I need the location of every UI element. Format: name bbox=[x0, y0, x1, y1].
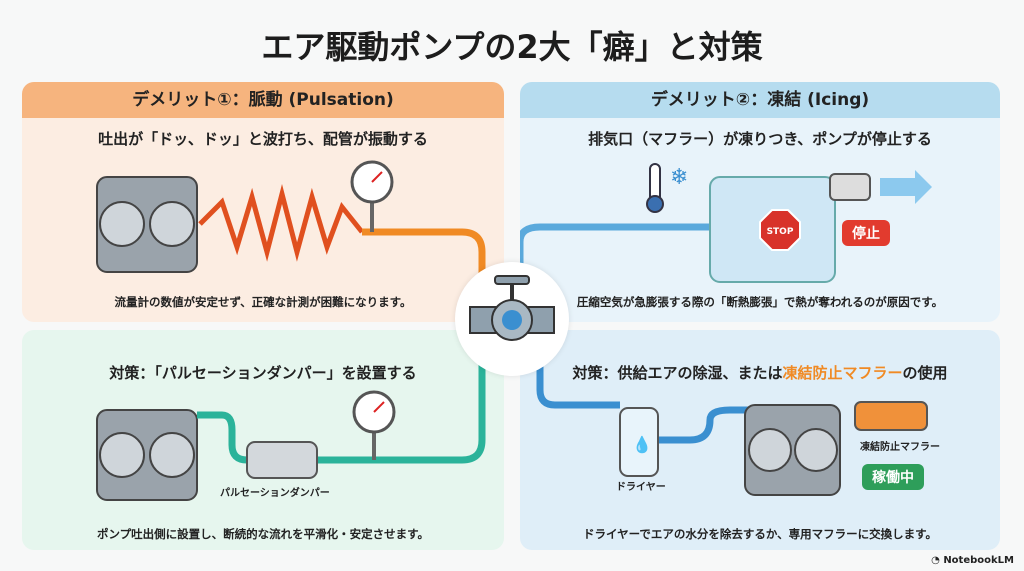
panel-heading: 対策：供給エアの除湿、または凍結防止マフラーの使用 bbox=[520, 362, 1000, 383]
pipe bbox=[536, 330, 750, 444]
panel-caption: ポンプ吐出側に設置し、断続的な流れを平滑化・安定させます。 bbox=[96, 527, 429, 541]
heading-highlight: 凍結防止マフラー bbox=[782, 364, 903, 382]
panel-heading: 対策：「パルセーションダンパー」を設置する bbox=[109, 364, 417, 382]
panel-icing: デメリット②：凍結 (Icing) 排気口（マフラー）が凍りつき、ポンプが停止す… bbox=[520, 82, 1000, 322]
heading-suffix: の使用 bbox=[902, 364, 948, 382]
center-valve-badge bbox=[455, 262, 569, 376]
muffler-label: 凍結防止マフラー bbox=[860, 442, 940, 453]
pulsation-damper-icon bbox=[246, 441, 318, 479]
water-drop-icon: 💧 bbox=[632, 435, 652, 454]
damper-illustration bbox=[96, 330, 486, 501]
panel-header: デメリット①：脈動 (Pulsation) bbox=[22, 82, 504, 118]
branding-text: NotebookLM bbox=[943, 555, 1014, 566]
stop-sign-text: STOP bbox=[767, 227, 794, 237]
stopped-badge: 停止 bbox=[842, 220, 890, 246]
arrow-icon bbox=[880, 170, 932, 204]
panel-header: デメリット②：凍結 (Icing) bbox=[520, 82, 1000, 118]
pressure-gauge-icon bbox=[350, 160, 394, 232]
pipe bbox=[362, 228, 486, 322]
panel-subtitle: 吐出が「ドッ、ドッ」と波打ち、配管が振動する bbox=[98, 130, 428, 148]
panel-subtitle: 排気口（マフラー）が凍りつき、ポンプが停止する bbox=[588, 130, 932, 148]
dryer-label: ドライヤー bbox=[616, 482, 666, 493]
thermometer-icon bbox=[646, 163, 664, 213]
page-title: エア駆動ポンプの2大「癖」と対策 bbox=[261, 28, 763, 66]
branding: ◔ NotebookLM bbox=[931, 555, 1014, 566]
pipe bbox=[520, 223, 710, 322]
heading-prefix: 対策：供給エアの除湿、または bbox=[572, 364, 783, 382]
snowflake-icon: ❄ bbox=[670, 165, 688, 190]
icing-illustration: ❄ STOP bbox=[520, 163, 932, 322]
pulsation-illustration bbox=[96, 160, 486, 322]
valve-icon bbox=[469, 275, 555, 341]
dryer-illustration: 💧 bbox=[536, 330, 928, 496]
pump-icon bbox=[96, 409, 198, 501]
notebooklm-logo-icon: ◔ bbox=[931, 555, 944, 566]
pipe bbox=[197, 330, 486, 464]
panel-caption: 圧縮空気が急膨張する際の「断熱膨張」で熱が奪われるのが原因です。 bbox=[576, 295, 944, 309]
stop-sign-icon bbox=[759, 209, 801, 251]
anti-freeze-muffler-icon bbox=[854, 401, 928, 431]
pump-icon bbox=[96, 176, 198, 273]
panel-dryer: 対策：供給エアの除湿、または凍結防止マフラーの使用 💧 ドライヤー 凍結防止マフ… bbox=[520, 330, 1000, 550]
panel-damper: 対策：「パルセーションダンパー」を設置する パルセーションダンパー ポンプ吐出側… bbox=[22, 330, 504, 550]
pressure-gauge-icon bbox=[352, 390, 396, 460]
panel-caption: 流量計の数値が安定せず、正確な計測が困難になります。 bbox=[114, 295, 412, 309]
panel-caption: ドライヤーでエアの水分を除去するか、専用マフラーに交換します。 bbox=[582, 527, 938, 541]
pulsation-wave bbox=[198, 184, 364, 262]
dryer-icon bbox=[619, 407, 659, 477]
pump-icon bbox=[744, 404, 841, 496]
damper-label: パルセーションダンパー bbox=[220, 488, 330, 499]
panel-pulsation: デメリット①：脈動 (Pulsation) 吐出が「ドッ、ドッ」と波打ち、配管が… bbox=[22, 82, 504, 322]
running-badge: 稼働中 bbox=[862, 464, 924, 490]
